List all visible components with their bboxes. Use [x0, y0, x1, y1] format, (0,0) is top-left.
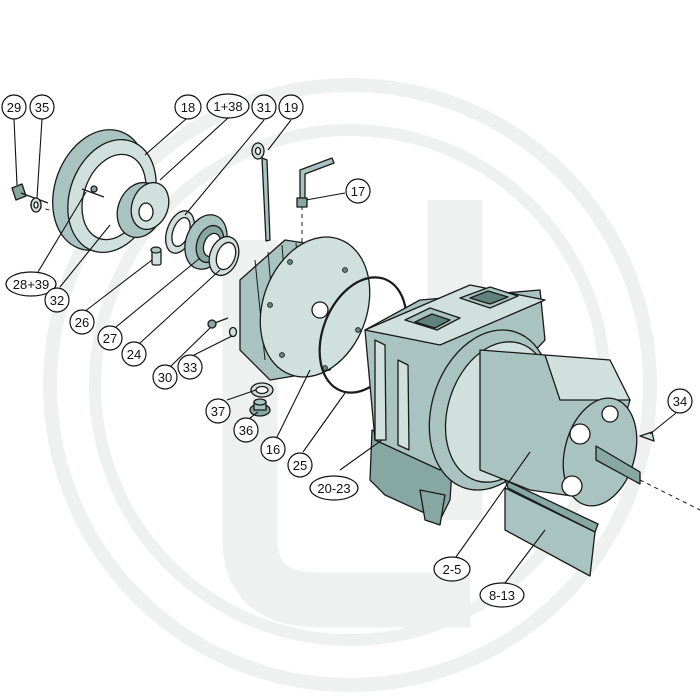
callout-26: 26: [69, 309, 95, 335]
svg-text:17: 17: [351, 184, 365, 199]
svg-text:26: 26: [75, 315, 89, 330]
callout-18: 18: [174, 94, 202, 120]
svg-text:35: 35: [35, 100, 49, 115]
pin-26: [150, 246, 162, 266]
callout-31: 31: [251, 94, 277, 120]
callout-36: 36: [233, 417, 259, 443]
breather-pipe-17: [296, 157, 335, 208]
svg-text:25: 25: [293, 458, 307, 473]
callout-30: 30: [152, 364, 178, 390]
svg-text:33: 33: [183, 360, 197, 375]
bearing-housing-1-38: [116, 181, 170, 239]
screw-30: [207, 317, 229, 329]
callout-37: 37: [205, 398, 231, 424]
callout-2-5: 2-5: [433, 556, 471, 582]
svg-text:18: 18: [181, 100, 195, 115]
svg-text:2-5: 2-5: [443, 562, 462, 577]
end-cover-16: [239, 236, 371, 381]
svg-text:29: 29: [7, 100, 21, 115]
callout-8-13: 8-13: [479, 582, 525, 608]
dipstick-19: [251, 142, 271, 242]
bolt-28-39: [81, 185, 105, 198]
callout-29: 29: [1, 94, 27, 120]
callout-16: 16: [260, 436, 286, 462]
callout-33: 33: [177, 354, 203, 380]
callout-17: 17: [345, 178, 371, 204]
svg-text:30: 30: [158, 370, 172, 385]
svg-text:37: 37: [211, 404, 225, 419]
leader-lines: [13, 117, 677, 584]
svg-text:19: 19: [284, 100, 298, 115]
svg-text:31: 31: [257, 100, 271, 115]
seal-ring-24: [208, 235, 240, 277]
svg-text:20-23: 20-23: [317, 481, 350, 496]
callout-25: 25: [287, 452, 313, 478]
svg-text:27: 27: [103, 331, 117, 346]
callout-24: 24: [121, 341, 147, 367]
svg-text:1+38: 1+38: [213, 99, 242, 114]
svg-text:28+39: 28+39: [13, 277, 50, 292]
drain-plug-36: [249, 398, 271, 417]
svg-text:34: 34: [673, 394, 687, 409]
svg-text:32: 32: [50, 293, 64, 308]
bolt-29: [11, 183, 49, 204]
callout-19: 19: [278, 94, 304, 120]
washer-33: [228, 326, 238, 338]
callout-32: 32: [44, 287, 70, 313]
svg-text:36: 36: [239, 423, 253, 438]
callout-28-39: 28+39: [5, 271, 57, 297]
svg-text:24: 24: [127, 347, 141, 362]
washer-35: [30, 197, 42, 213]
assembly-axis: [29, 198, 700, 511]
callout-27: 27: [97, 325, 123, 351]
svg-text:8-13: 8-13: [489, 588, 515, 603]
gasket-37: [250, 382, 274, 398]
callout-1-38: 1+38: [206, 93, 250, 119]
pump-body-2-5: [428, 329, 641, 507]
callout-34: 34: [667, 388, 693, 414]
svg-text:16: 16: [266, 442, 280, 457]
callout-35: 35: [29, 94, 55, 120]
callout-20-23: 20-23: [309, 475, 359, 501]
